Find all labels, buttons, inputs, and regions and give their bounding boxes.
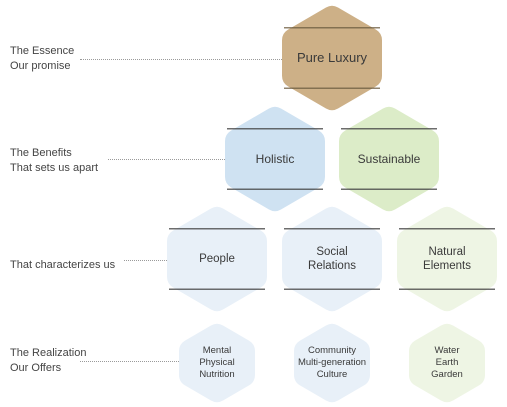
- row-label-realization-title: The Realization: [10, 347, 87, 359]
- hex-characteristic-2-shape: [397, 206, 497, 312]
- hex-benefit-1-shape: [339, 106, 439, 212]
- hex-label-offer-water: Water Earth Garden: [431, 345, 463, 380]
- hex-label-char-people: People: [199, 252, 235, 265]
- row-label-essence: The Essence Our promise: [10, 44, 74, 74]
- row-label-benefits-title: The Benefits: [10, 147, 72, 159]
- hex-label-offer-mental: Mental Physical Nutrition: [199, 345, 235, 380]
- hex-label-char-natural-elements: Natural Elements: [423, 245, 471, 272]
- row-label-characteristics-title: That characterizes us: [10, 259, 116, 271]
- hex-characteristic-2: [397, 206, 497, 312]
- hex-label-offer-community: Community Multi-generation Culture: [297, 345, 367, 380]
- row-label-realization-subtitle: Our Offers: [10, 362, 62, 374]
- hex-benefit-0-shape: [225, 106, 325, 212]
- leader-line-essence: [80, 59, 282, 60]
- hex-offer-2-shape: [409, 323, 485, 403]
- hex-offer-2: [409, 323, 485, 403]
- row-label-essence-subtitle: Our promise: [10, 60, 71, 72]
- hex-label-benefit-sustainable: Sustainable: [357, 151, 421, 166]
- hex-characteristic-0-shape: [167, 206, 267, 312]
- hex-label-essence: Pure Luxury: [296, 49, 368, 65]
- hex-offer-0-shape: [179, 323, 255, 403]
- hex-benefit-1: [339, 106, 439, 212]
- leader-line-benefits: [108, 159, 225, 160]
- row-label-characteristics: That characterizes us: [10, 258, 115, 273]
- hex-label-char-social-relations: Social Relations: [308, 245, 356, 272]
- leader-line-realization: [80, 361, 179, 362]
- hex-offer-1: [294, 323, 370, 403]
- leader-line-characteristics: [124, 260, 167, 261]
- hex-benefit-0: [225, 106, 325, 212]
- hex-label-benefit-holistic: Holistic: [255, 151, 295, 166]
- hex-offer-0: [179, 323, 255, 403]
- row-label-benefits: The Benefits That sets us apart: [10, 146, 98, 176]
- hex-offer-1-shape: [294, 323, 370, 403]
- hex-essence: [282, 5, 382, 111]
- hex-characteristic-1-shape: [282, 206, 382, 312]
- hex-essence-shape: [282, 5, 382, 111]
- hex-characteristic-1: [282, 206, 382, 312]
- hex-characteristic-0: [167, 206, 267, 312]
- row-label-realization: The Realization Our Offers: [10, 346, 86, 376]
- row-label-essence-title: The Essence: [10, 45, 75, 57]
- row-label-benefits-subtitle: That sets us apart: [10, 162, 99, 174]
